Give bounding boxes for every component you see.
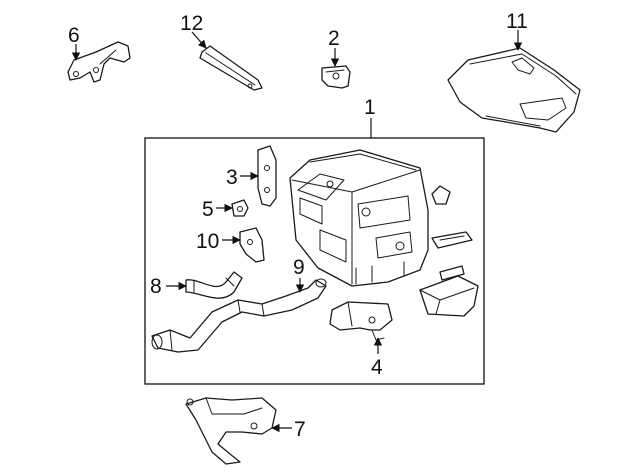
callout-6: 6 bbox=[68, 24, 80, 47]
callout-10: 10 bbox=[196, 230, 219, 253]
callout-7: 7 bbox=[294, 418, 306, 441]
part-2-bracket[interactable] bbox=[321, 65, 351, 89]
part-8-hose[interactable] bbox=[185, 271, 243, 299]
callout-1: 1 bbox=[364, 96, 376, 119]
part-5-clip[interactable] bbox=[231, 199, 249, 217]
part-inverter-bracket-small[interactable] bbox=[431, 185, 451, 205]
callout-3: 3 bbox=[226, 166, 238, 189]
leader-12 bbox=[191, 31, 207, 49]
part-4-bracket[interactable] bbox=[329, 301, 393, 341]
part-1-inverter[interactable] bbox=[289, 149, 429, 287]
part-10-bracket[interactable] bbox=[239, 227, 265, 263]
part-inverter-gasket-small[interactable] bbox=[431, 231, 473, 249]
part-inverter-clip[interactable] bbox=[439, 265, 465, 281]
callout-4: 4 bbox=[371, 356, 383, 379]
callout-12: 12 bbox=[180, 12, 203, 35]
callout-2: 2 bbox=[328, 27, 340, 50]
part-11-cover[interactable] bbox=[447, 47, 581, 133]
part-9-hose[interactable] bbox=[151, 278, 327, 353]
callout-11: 11 bbox=[506, 10, 528, 33]
part-12-gasket[interactable] bbox=[199, 45, 263, 91]
part-7-bracket[interactable] bbox=[185, 397, 277, 465]
part-inverter-module[interactable] bbox=[419, 275, 479, 317]
assembly-frame bbox=[144, 137, 485, 385]
callout-8: 8 bbox=[150, 275, 162, 298]
callout-9: 9 bbox=[293, 256, 305, 279]
callout-5: 5 bbox=[202, 198, 214, 221]
part-3-bracket[interactable] bbox=[257, 145, 277, 207]
part-6-bracket[interactable] bbox=[67, 41, 131, 83]
